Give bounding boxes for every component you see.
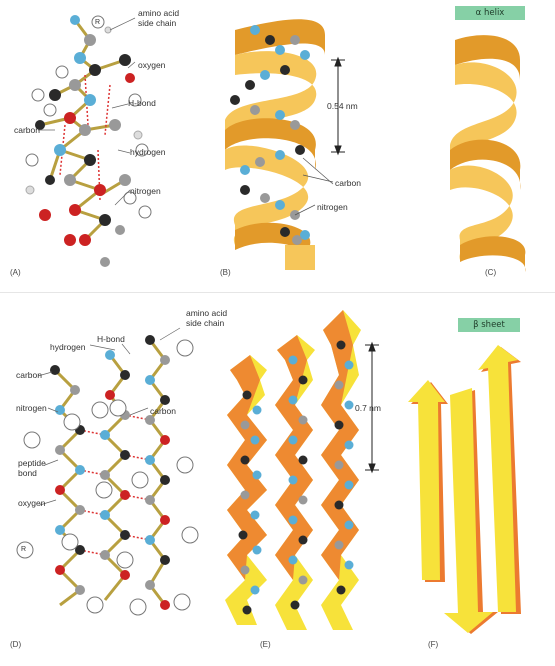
d-atoms <box>50 335 170 610</box>
r-groups <box>25 15 152 219</box>
label-carbon-d-left: carbon <box>16 370 42 380</box>
row-divider <box>0 292 555 293</box>
label-carbon-d-right: carbon <box>150 406 176 416</box>
panel-letter-d: (D) <box>10 640 22 649</box>
label-hbond-d: H-bond <box>97 334 125 344</box>
label-carbon: carbon <box>14 125 40 135</box>
label-nitrogen-b: nitrogen <box>317 202 348 212</box>
r-label-d: R <box>21 546 27 553</box>
atoms <box>25 15 143 267</box>
alpha-helix-badge: α helix <box>455 6 525 20</box>
beta-sheet-badge: β sheet <box>458 318 520 332</box>
repeat-dimension <box>365 341 379 474</box>
panel-letter-f: (F) <box>428 640 439 649</box>
r-label: R <box>95 19 101 26</box>
label-side-chain: amino acid side chain <box>138 8 180 28</box>
alpha-helix-ribbon-model <box>225 19 345 270</box>
label-carbon-b: carbon <box>335 178 361 188</box>
d-r-groups <box>16 339 199 616</box>
panel-d: amino acid side chain H-bond hydrogen ca… <box>0 300 227 666</box>
f-arrow-2 <box>444 388 498 634</box>
panel-a: amino acid side chain oxygen H-bond carb… <box>0 0 185 290</box>
e-atoms <box>238 340 354 615</box>
panel-letter-a: (A) <box>10 268 21 277</box>
helix-atoms <box>230 25 310 245</box>
label-hydrogen: hydrogen <box>130 147 166 157</box>
f-arrow-1 <box>408 380 448 582</box>
label-nitrogen-d: nitrogen <box>16 403 47 413</box>
label-peptide-bond: peptide bond <box>18 458 46 478</box>
label-hbond: H-bond <box>128 98 156 108</box>
panel-c: α helix (C) <box>425 0 555 290</box>
f-arrow-3 <box>478 345 521 614</box>
panel-letter-c: (C) <box>485 268 497 277</box>
d-leader-lines <box>37 327 181 506</box>
leader-lines <box>38 17 136 206</box>
panel-e: 0.7 nm (E) <box>215 300 400 666</box>
panel-letter-b: (B) <box>220 268 231 277</box>
label-repeat: 0.7 nm <box>355 403 381 413</box>
b-leader-lines <box>294 157 334 216</box>
alpha-helix-ball-stick-model <box>25 15 152 267</box>
label-oxygen: oxygen <box>138 60 166 70</box>
pitch-dimension <box>331 56 345 156</box>
beta-sheet-cartoon <box>408 345 521 634</box>
label-pitch: 0.54 nm <box>327 101 358 111</box>
helix-ribbon <box>225 19 325 270</box>
label-hydrogen-d: hydrogen <box>50 342 86 352</box>
panel-f: β sheet (F) <box>400 300 555 666</box>
beta-sheet-ball-stick-model <box>16 327 199 616</box>
panel-b: 0.54 nm carbon nitrogen (B) <box>185 0 425 290</box>
panel-letter-e: (E) <box>260 640 271 649</box>
label-oxygen-d: oxygen <box>18 498 46 508</box>
beta-sheet-arrow-model <box>225 310 379 630</box>
label-nitrogen: nitrogen <box>130 186 161 196</box>
alpha-helix-cartoon <box>450 35 526 272</box>
label-side-chain-d: amino acid side chain <box>186 308 228 328</box>
